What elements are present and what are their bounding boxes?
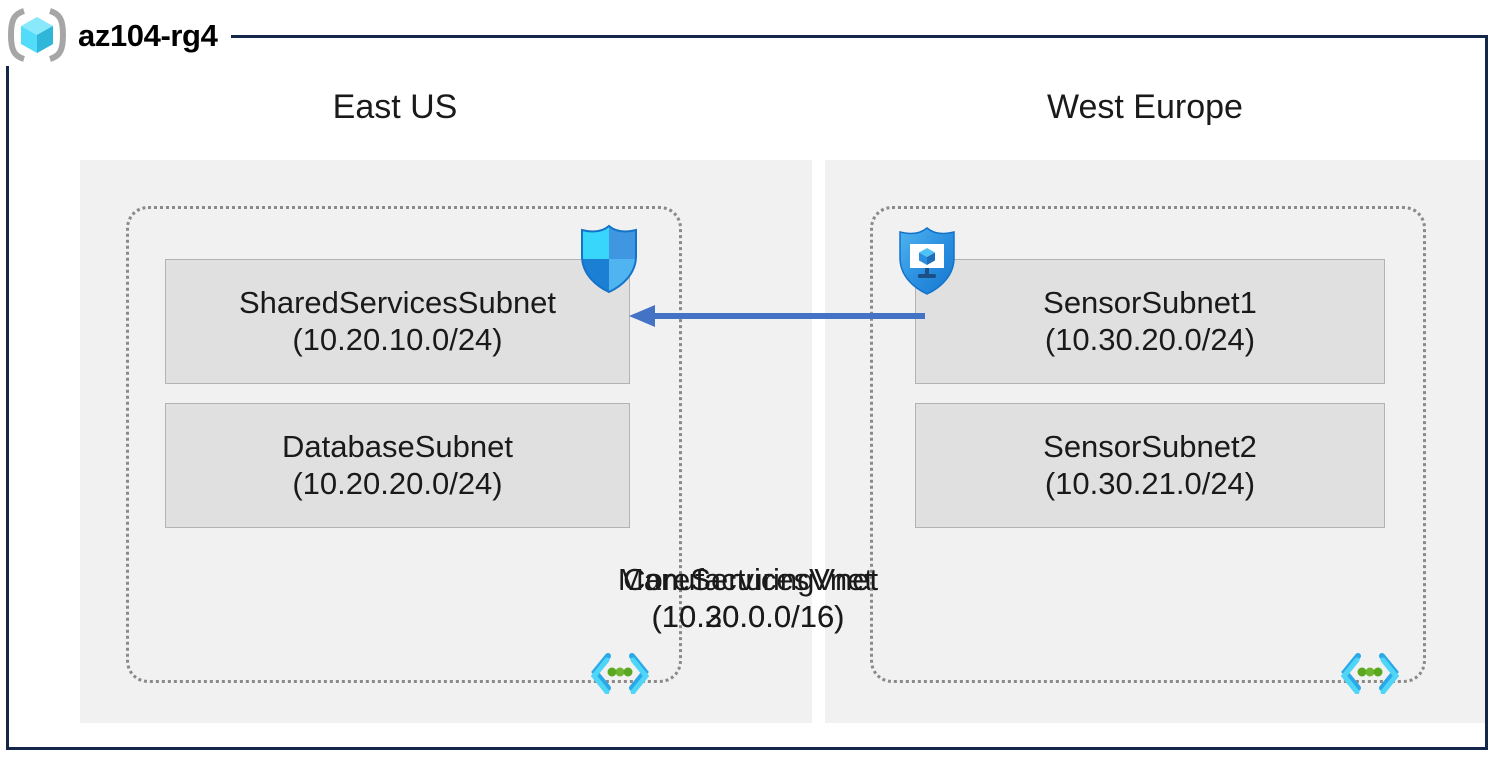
subnet-cidr: (10.30.20.0/24)	[1044, 321, 1256, 357]
vnet-core-services[interactable]	[126, 206, 682, 683]
vnet-cidr: (10.20.0.0/16)	[651, 598, 845, 634]
subnet-sensor-1[interactable]: SensorSubnet1 (10.30.20.0/24)	[915, 259, 1385, 384]
region-label-east-us: East US	[332, 88, 458, 126]
region-label-west-europe: West Europe	[1047, 88, 1243, 126]
resource-group-cube-icon	[6, 8, 68, 62]
subnet-cidr: (10.30.21.0/24)	[1044, 465, 1256, 501]
vnet-name: CoreServicesVnet	[623, 562, 873, 597]
resource-group-header: az104-rg4	[6, 4, 232, 66]
subnet-shared-services[interactable]: SharedServicesSubnet (10.20.10.0/24)	[165, 259, 630, 384]
subnet-cidr: (10.20.20.0/24)	[292, 465, 503, 501]
subnet-cidr: (10.20.10.0/24)	[292, 321, 503, 357]
subnet-name: SharedServicesSubnet	[238, 285, 557, 321]
vnet-peering-arrow	[625, 302, 925, 330]
resource-group-name: az104-rg4	[78, 17, 218, 53]
nsg-shield-icon	[578, 224, 640, 294]
vnet-caption-manufacturing: ManufacturingVnet (10.30.0.0/16)	[0, 562, 1496, 635]
vnet-icon	[590, 650, 650, 695]
asg-shield-monitor-icon	[896, 226, 958, 296]
resource-group-frame	[6, 35, 1488, 750]
vnet-manufacturing[interactable]	[870, 206, 1426, 683]
vnet-name: ManufacturingVnet	[617, 562, 879, 597]
subnet-name: DatabaseSubnet	[282, 429, 513, 465]
subnet-sensor-2[interactable]: SensorSubnet2 (10.30.21.0/24)	[915, 403, 1385, 528]
vnet-caption-core-services: CoreServicesVnet (10.20.0.0/16)	[0, 562, 1496, 635]
subnet-name: SensorSubnet1	[1043, 285, 1257, 321]
subnet-name: SensorSubnet2	[1043, 429, 1257, 465]
vnet-icon	[1340, 650, 1400, 695]
vnet-cidr: (10.30.0.0/16)	[651, 598, 845, 634]
subnet-database[interactable]: DatabaseSubnet (10.20.20.0/24)	[165, 403, 630, 528]
